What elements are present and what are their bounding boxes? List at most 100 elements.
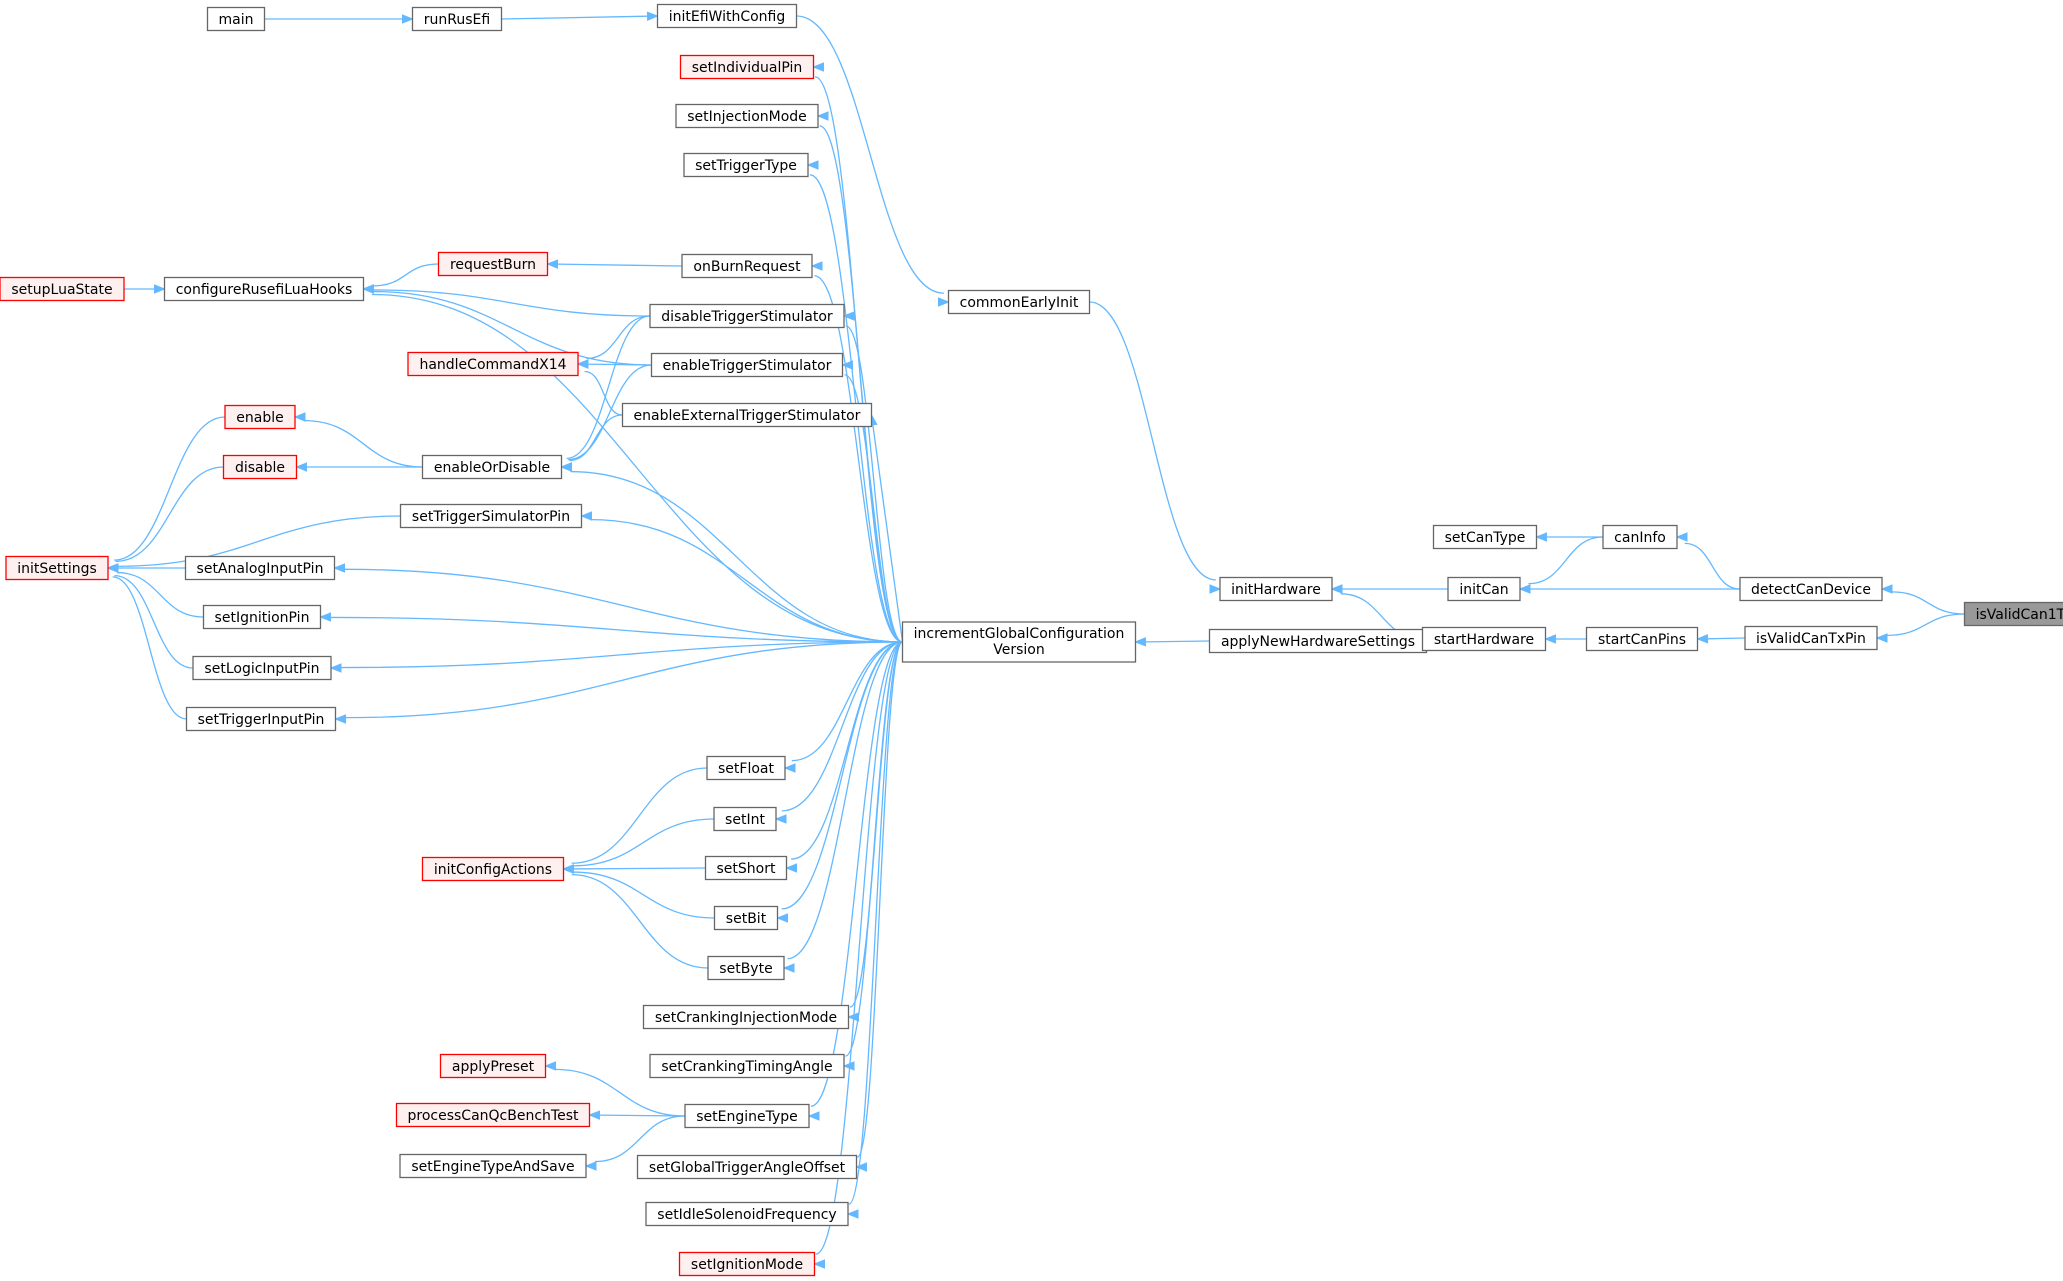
- edge-enable-to-initSettings: [106, 416, 226, 573]
- edge-line: [1528, 536, 1604, 585]
- edge-initEfiWithConfig-to-commonEarlyInit: [796, 15, 950, 307]
- node-label: setupLuaState: [11, 282, 112, 298]
- node-applyNewHardwareSettings[interactable]: applyNewHardwareSettings: [1208, 628, 1428, 654]
- node-enableExternalTriggerStimulator[interactable]: enableExternalTriggerStimulator: [621, 402, 873, 428]
- node-box: [1585, 626, 1699, 652]
- arrowhead: [810, 261, 823, 271]
- arrowhead: [334, 714, 346, 724]
- arrowhead: [776, 913, 788, 923]
- node-setupLuaState[interactable]: setupLuaState: [0, 276, 125, 302]
- node-box: [707, 955, 785, 981]
- node-label: setEngineTypeAndSave: [411, 1159, 574, 1175]
- node-setIdleSolenoidFrequency[interactable]: setIdleSolenoidFrequency: [645, 1201, 849, 1227]
- node-enableTriggerStimulator[interactable]: enableTriggerStimulator: [650, 352, 844, 378]
- node-box: [163, 276, 365, 302]
- node-initCan[interactable]: initCan: [1447, 576, 1521, 602]
- node-startCanPins[interactable]: startCanPins: [1585, 626, 1699, 652]
- edge-initCan-to-initHardware: [1330, 584, 1448, 594]
- node-setShort[interactable]: setShort: [704, 855, 788, 881]
- node-setLogicInputPin[interactable]: setLogicInputPin: [192, 655, 332, 681]
- node-setAnalogInputPin[interactable]: setAnalogInputPin: [184, 555, 336, 581]
- node-box: [706, 755, 786, 781]
- node-box: [1421, 626, 1547, 652]
- edge-setByte-to-initConfigActions: [562, 864, 709, 969]
- node-setInt[interactable]: setInt: [713, 806, 777, 832]
- node-setIgnitionMode[interactable]: setIgnitionMode: [678, 1251, 816, 1277]
- node-box: [683, 152, 809, 178]
- node-handleCommandX14[interactable]: handleCommandX14: [407, 351, 579, 377]
- edge-incrementGlobalConfigurationVersion-to-setInt: [774, 641, 903, 824]
- node-main[interactable]: main: [206, 6, 266, 32]
- node-commonEarlyInit[interactable]: commonEarlyInit: [947, 289, 1091, 315]
- node-configureRusefiLuaHooks[interactable]: configureRusefiLuaHooks: [163, 276, 365, 302]
- edge-incrementGlobalConfigurationVersion-to-setTriggerSimulatorPin: [580, 511, 903, 643]
- node-initEfiWithConfig[interactable]: initEfiWithConfig: [656, 3, 798, 29]
- node-label: detectCanDevice: [1751, 582, 1871, 598]
- node-box: [1744, 625, 1878, 651]
- node-setInjectionMode[interactable]: setInjectionMode: [675, 103, 819, 129]
- node-box: [679, 54, 815, 80]
- edge-incrementGlobalConfigurationVersion-to-setFloat: [783, 641, 903, 773]
- node-processCanQcBenchTest[interactable]: processCanQcBenchTest: [395, 1102, 591, 1128]
- node-setFloat[interactable]: setFloat: [706, 755, 786, 781]
- node-setGlobalTriggerAngleOffset[interactable]: setGlobalTriggerAngleOffset: [636, 1154, 858, 1180]
- node-box: [421, 856, 565, 882]
- node-setIgnitionPin[interactable]: setIgnitionPin: [202, 604, 322, 630]
- node-label: onBurnRequest: [693, 259, 801, 275]
- edge-incrementGlobalConfigurationVersion-to-setEngineType: [807, 641, 903, 1121]
- edge-line: [1891, 591, 1965, 615]
- node-setTriggerType[interactable]: setTriggerType: [683, 152, 809, 178]
- node-enable[interactable]: enable: [224, 404, 296, 430]
- node-detectCanDevice[interactable]: detectCanDevice: [1739, 576, 1883, 602]
- node-setByte[interactable]: setByte: [707, 955, 785, 981]
- edge-incrementGlobalConfigurationVersion-to-enableOrDisable: [560, 462, 903, 643]
- arrowhead: [293, 412, 306, 422]
- node-setBit[interactable]: setBit: [713, 905, 779, 931]
- edge-line: [571, 767, 708, 864]
- edge-setEngineType-to-processCanQcBenchTest: [588, 1110, 686, 1120]
- edge-line: [573, 871, 715, 919]
- arrowhead: [785, 863, 797, 873]
- edge-line: [116, 571, 204, 618]
- edge-line: [372, 263, 439, 287]
- node-box: [5, 555, 109, 581]
- node-setEngineTypeAndSave[interactable]: setEngineTypeAndSave: [399, 1153, 587, 1179]
- node-setTriggerSimulatorPin[interactable]: setTriggerSimulatorPin: [399, 503, 583, 529]
- node-label: incrementGlobalConfiguration: [914, 626, 1125, 642]
- node-enableOrDisable[interactable]: enableOrDisable: [421, 454, 563, 480]
- node-isValidCanTxPin[interactable]: isValidCanTxPin: [1744, 625, 1878, 651]
- node-disable[interactable]: disable: [222, 454, 298, 480]
- node-setEngineType[interactable]: setEngineType: [684, 1103, 810, 1129]
- node-label: applyNewHardwareSettings: [1221, 634, 1415, 650]
- node-runRusEfi[interactable]: runRusEfi: [411, 6, 503, 32]
- arrowhead: [154, 284, 166, 294]
- node-box: [421, 454, 563, 480]
- node-disableTriggerStimulator[interactable]: disableTriggerStimulator: [649, 303, 845, 329]
- node-label: setInt: [725, 812, 765, 828]
- edge-line: [844, 374, 903, 643]
- node-setCrankingInjectionMode[interactable]: setCrankingInjectionMode: [642, 1004, 850, 1030]
- node-setCrankingTimingAngle[interactable]: setCrankingTimingAngle: [649, 1053, 845, 1079]
- node-startHardware[interactable]: startHardware: [1421, 626, 1547, 652]
- node-initSettings[interactable]: initSettings: [5, 555, 109, 581]
- edge-line: [345, 641, 903, 719]
- arrowhead: [1134, 637, 1147, 647]
- edge-incrementGlobalConfigurationVersion-to-setTriggerInputPin: [334, 641, 903, 724]
- edge-line: [371, 293, 903, 643]
- node-box: [399, 503, 583, 529]
- node-onBurnRequest[interactable]: onBurnRequest: [681, 253, 813, 279]
- edge-setFloat-to-initConfigActions: [562, 767, 708, 874]
- node-initHardware[interactable]: initHardware: [1219, 576, 1333, 602]
- node-setTriggerInputPin[interactable]: setTriggerInputPin: [185, 706, 337, 732]
- node-applyPreset[interactable]: applyPreset: [439, 1053, 547, 1079]
- edge-line: [584, 370, 623, 416]
- node-setIndividualPin[interactable]: setIndividualPin: [679, 54, 815, 80]
- node-initConfigActions[interactable]: initConfigActions: [421, 856, 565, 882]
- edge-line: [568, 364, 652, 461]
- node-setCanType[interactable]: setCanType: [1432, 524, 1538, 550]
- node-label: commonEarlyInit: [960, 295, 1079, 311]
- node-label: enableTriggerStimulator: [663, 358, 832, 374]
- node-requestBurn[interactable]: requestBurn: [437, 251, 549, 277]
- node-canInfo[interactable]: canInfo: [1602, 524, 1678, 550]
